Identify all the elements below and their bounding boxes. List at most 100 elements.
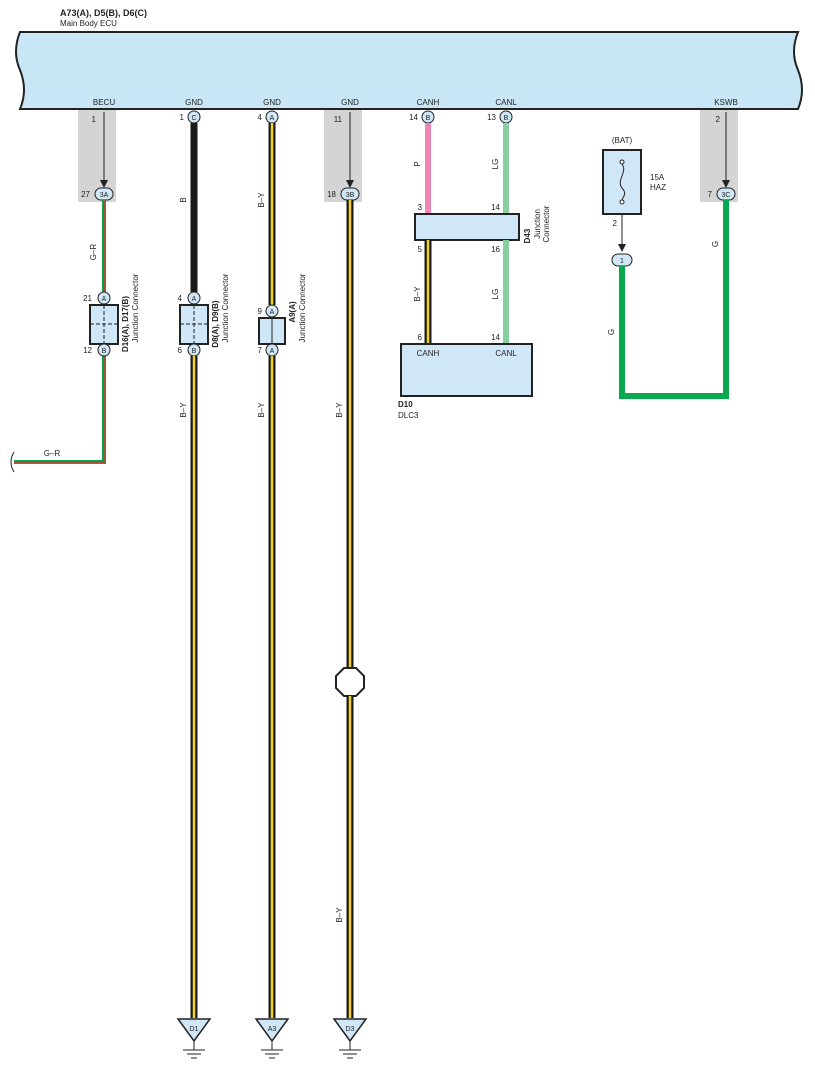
fuse-element-icon (619, 163, 626, 201)
terminal-gnd-1: GND (185, 98, 203, 107)
gnd2-pin: 4 (258, 113, 263, 122)
wire-becu-out-red (14, 356, 105, 463)
ground-a3-triangle-icon (254, 1018, 290, 1043)
d8-id: D8(A), D9(B) (211, 300, 220, 347)
dlc3-canh-label: CANH (417, 349, 440, 358)
wire-color-canl-low: LG (491, 289, 500, 300)
dlc3-pin-canl: 14 (491, 333, 500, 342)
d16-desc: Junction Connector (131, 273, 140, 342)
dlc3-canl-label: CANL (495, 349, 517, 358)
d16-id: D16(A), D17(B) (121, 296, 130, 352)
d8-bottom-conn: B (192, 348, 197, 355)
wire-color-gnd3-low: B–Y (335, 907, 344, 923)
wire-color-gnd2: B–Y (257, 192, 266, 208)
ground-d1-label: D1 (190, 1026, 199, 1033)
canh-pin: 14 (409, 113, 418, 122)
dlc3-box (400, 343, 533, 397)
d43-desc-2: Connector (542, 205, 551, 242)
canh-conn: B (426, 115, 431, 122)
junction-block-shade-gnd3 (324, 110, 362, 202)
d43-pin-bl: 5 (418, 245, 423, 254)
ground-d1-triangle-icon (176, 1018, 212, 1043)
wire-color-canl: LG (491, 159, 500, 170)
gnd2-conn: A (270, 115, 275, 122)
terminal-gnd-3: GND (341, 98, 359, 107)
dlc3-id: D10 (398, 400, 413, 409)
wire-color-gnd3: B–Y (335, 402, 344, 418)
becu-arrow-icon (100, 180, 108, 188)
a9-top-pin: 9 (258, 307, 263, 316)
ground-d3: D3 (332, 1018, 368, 1059)
d8-desc: Junction Connector (221, 273, 230, 342)
fuse-rating: 15A (650, 173, 665, 182)
gnd3-pin: 11 (334, 115, 343, 124)
fuse-out-conn: 1 (620, 258, 624, 265)
junction-3a-pin: 27 (81, 190, 90, 199)
terminal-canh: CANH (417, 98, 440, 107)
wire-color-gnd2-out: B–Y (257, 402, 266, 418)
ground-a3: A3 (254, 1018, 290, 1059)
dlc3-pin-canh: 6 (418, 333, 423, 342)
junction-block-shade-kswb (700, 110, 738, 202)
junction-3c-pin: 7 (708, 190, 713, 199)
wire-color-canh-low: B–Y (413, 286, 422, 302)
terminal-canl: CANL (495, 98, 517, 107)
terminal-gnd-2: GND (263, 98, 281, 107)
junction-3c-label: 3C (722, 192, 731, 199)
kswb-pin: 2 (716, 115, 721, 124)
d16-top-pin: 21 (83, 294, 92, 303)
junction-block-shade-becu (78, 110, 116, 202)
wire-color-canh: P (413, 161, 422, 166)
a9-top-conn: A (270, 309, 275, 316)
d16-bottom-pin: 12 (83, 346, 92, 355)
d43-desc-1: Junction (533, 209, 542, 239)
gnd1-conn: C (191, 115, 196, 122)
wire-color-becu-out: G–R (44, 449, 61, 458)
gnd1-pin: 1 (180, 113, 185, 122)
gnd3-arrow-icon (346, 180, 354, 188)
wire-break-icon (10, 451, 15, 473)
wire-color-becu: G–R (89, 244, 98, 261)
a9-desc: Junction Connector (298, 273, 307, 342)
splice-point-icon (335, 667, 365, 697)
d43-id: D43 (523, 228, 532, 243)
fuse-source: (BAT) (612, 136, 633, 145)
becu-pin: 1 (92, 115, 97, 124)
wire-color-fuse-out: G (607, 329, 616, 335)
fuse-pin-out: 2 (613, 219, 618, 228)
ground-d3-triangle-icon (332, 1018, 368, 1043)
canl-pin: 13 (487, 113, 496, 122)
ground-a3-label: A3 (268, 1026, 277, 1033)
wire-color-gnd1: B (179, 197, 188, 202)
kswb-arrow-icon (722, 180, 730, 188)
wire-g-loop (619, 200, 729, 399)
d43-pin-tl: 3 (418, 203, 423, 212)
a9-bottom-conn: A (270, 348, 275, 355)
d43-pin-br: 16 (491, 245, 500, 254)
wire-color-gnd1-out: B–Y (179, 402, 188, 418)
junction-3b-pin: 18 (327, 190, 336, 199)
wire-becu-out-green (14, 356, 106, 464)
d8-bottom-pin: 6 (178, 346, 183, 355)
d16-bottom-pin-icon (97, 343, 111, 357)
d8-top-conn: A (192, 296, 197, 303)
ground-d1: D1 (176, 1018, 212, 1059)
d16-top-conn: A (102, 296, 107, 303)
ecu-name: Main Body ECU (60, 19, 117, 28)
dlc3-name: DLC3 (398, 411, 419, 420)
ecu-connectors-label: A73(A), D5(B), D6(C) (60, 8, 147, 18)
terminal-kswb: KSWB (714, 98, 738, 107)
d43-pin-tr: 14 (491, 203, 500, 212)
wire-color-kswb: G (711, 241, 720, 247)
fuse-terminal-top-icon (619, 159, 625, 165)
junction-3b-label: 3B (346, 192, 355, 199)
terminal-becu: BECU (93, 98, 115, 107)
junction-3a-label: 3A (100, 192, 109, 199)
ground-d3-label: D3 (346, 1026, 355, 1033)
fuse-arrow-icon (618, 244, 626, 252)
d16-bottom-conn: B (102, 348, 107, 355)
fuse-name: HAZ (650, 183, 666, 192)
a9-bottom-pin: 7 (258, 346, 263, 355)
